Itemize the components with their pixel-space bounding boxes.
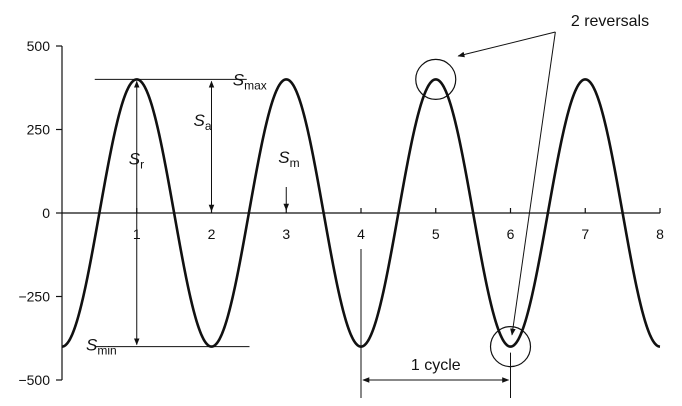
reversals-label: 2 reversals xyxy=(571,13,649,30)
x-tick-label: 7 xyxy=(581,226,589,242)
s-r-label: Sr xyxy=(129,150,144,172)
y-tick-label: −500 xyxy=(18,372,50,388)
s-max-symbol: S xyxy=(233,70,245,89)
y-tick-label: −250 xyxy=(18,289,50,305)
s-m-label: Sm xyxy=(278,148,299,170)
s-min-subscript: min xyxy=(97,344,116,358)
x-tick-label: 2 xyxy=(208,226,216,242)
s-min-label: Smin xyxy=(86,336,117,358)
x-tick-label: 3 xyxy=(282,226,290,242)
s-m-subscript: m xyxy=(290,156,300,170)
x-tick-label: 8 xyxy=(656,226,664,242)
y-tick-label: 250 xyxy=(27,122,51,138)
cycle-label: 1 cycle xyxy=(411,357,461,374)
annotation-layer xyxy=(94,31,556,398)
s-max-subscript: max xyxy=(244,78,267,92)
reversal-arrow-bottom xyxy=(510,31,556,336)
y-tick-label: 0 xyxy=(42,205,50,221)
s-a-subscript: a xyxy=(205,119,212,133)
s-m-symbol: S xyxy=(278,148,290,167)
reversal-arrow-top xyxy=(457,31,556,58)
s-a-label: Sa xyxy=(194,111,212,133)
y-tick-label: 500 xyxy=(27,38,51,54)
x-tick-label: 4 xyxy=(357,226,365,242)
s-r-subscript: r xyxy=(140,158,144,172)
s-min-symbol: S xyxy=(86,336,98,355)
s-max-label: Smax xyxy=(233,70,267,92)
x-tick-label: 6 xyxy=(507,226,515,242)
s-r-symbol: S xyxy=(129,150,141,169)
s-a-symbol: S xyxy=(194,111,206,130)
reversal-circle xyxy=(415,58,457,101)
x-tick-label: 5 xyxy=(432,226,440,242)
